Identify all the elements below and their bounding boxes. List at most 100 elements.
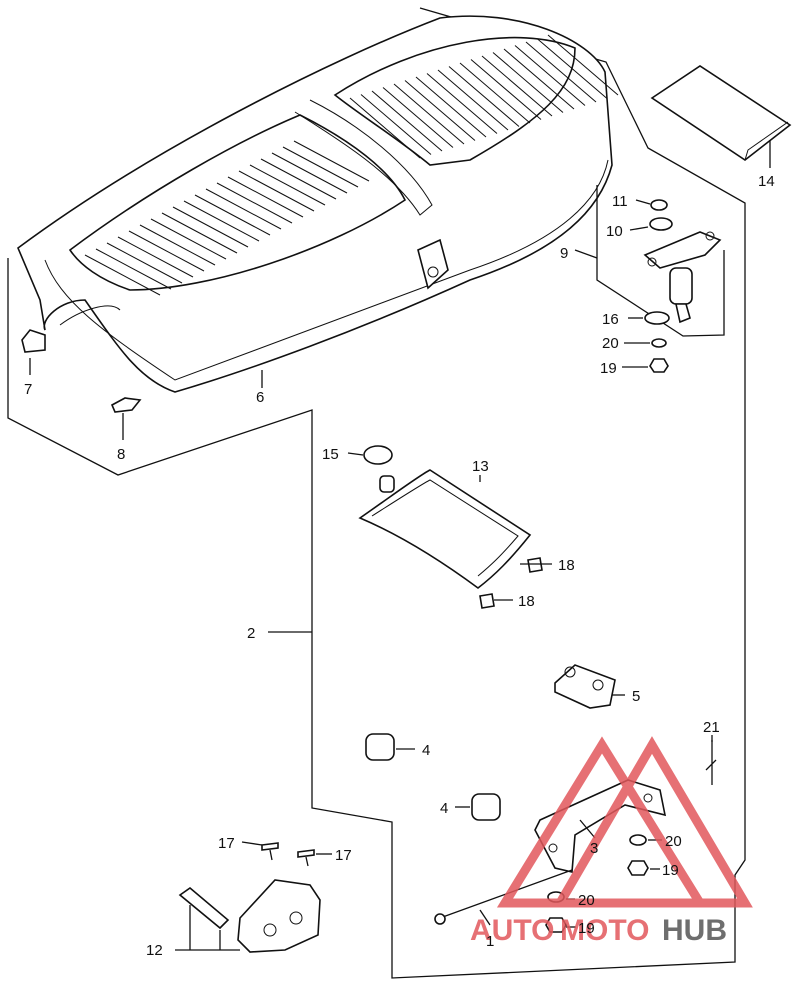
callout-11: 11 bbox=[612, 193, 628, 210]
callout-16: 16 bbox=[602, 311, 619, 328]
seat-pleat-line bbox=[128, 230, 205, 272]
screw-17b bbox=[297, 849, 315, 858]
screw-17a bbox=[261, 842, 279, 851]
seat-pleat-line bbox=[117, 236, 194, 278]
latch-assembly bbox=[596, 185, 725, 337]
seat-pleat-line bbox=[150, 218, 227, 260]
rubber-4a bbox=[365, 733, 395, 761]
clip-8 bbox=[110, 397, 142, 413]
seat-pleat-line bbox=[481, 55, 553, 117]
block-5 bbox=[554, 664, 616, 709]
washer-16 bbox=[644, 311, 670, 325]
seat-pleat-line bbox=[227, 176, 304, 218]
seat-pleat-line bbox=[382, 87, 454, 148]
seat-pleat-line bbox=[492, 52, 564, 113]
seat-pleat-line bbox=[536, 38, 608, 99]
callout-19-low: 19 bbox=[578, 920, 595, 937]
seat-pleat-line bbox=[426, 73, 498, 134]
callout-20-low: 20 bbox=[578, 892, 595, 909]
callout-20-upper: 20 bbox=[602, 335, 619, 352]
callout-10: 10 bbox=[606, 223, 623, 240]
seat-pleat-line bbox=[172, 206, 249, 248]
seat-pleat-line bbox=[360, 94, 432, 155]
leader-lines bbox=[29, 140, 771, 951]
seat-pleat-line bbox=[139, 224, 216, 266]
seat-pleat-line bbox=[525, 41, 597, 103]
callout-18a: 18 bbox=[558, 557, 575, 574]
callout-9: 9 bbox=[560, 245, 568, 262]
hinge-12 bbox=[178, 879, 321, 953]
watermark-part-moto: MOTO bbox=[560, 914, 649, 947]
seat bbox=[17, 15, 613, 393]
seat-pleat-line bbox=[470, 59, 542, 120]
callout-14: 14 bbox=[758, 173, 775, 190]
callout-3: 3 bbox=[590, 840, 598, 857]
callout-12: 12 bbox=[146, 942, 163, 959]
watermark-triangle-right bbox=[552, 736, 753, 908]
screw-17b-shank bbox=[305, 856, 309, 867]
callout-1: 1 bbox=[486, 933, 494, 950]
seat-pleat-line bbox=[106, 242, 183, 284]
callout-21: 21 bbox=[703, 719, 720, 736]
seat-pleat-line bbox=[547, 34, 619, 96]
seat-pleat-line bbox=[503, 48, 575, 110]
seat-pleat-line bbox=[404, 80, 476, 141]
nut-19-mid bbox=[627, 860, 649, 876]
bolt-1-head bbox=[434, 913, 446, 925]
callout-19-upper: 19 bbox=[600, 360, 617, 377]
seat-pleat-line bbox=[415, 76, 487, 138]
watermark-part-hub: HUB bbox=[662, 914, 727, 947]
pouch-part bbox=[650, 65, 792, 161]
seat-pleat-line bbox=[293, 140, 370, 182]
seat-pleat-line bbox=[271, 152, 348, 194]
seat-pleat-line bbox=[349, 97, 421, 159]
seat-pleat-line bbox=[95, 248, 172, 290]
watermark: AUTO MOTO HUB bbox=[470, 736, 753, 947]
seat-pleat-line bbox=[514, 45, 586, 106]
seat-pleat-line bbox=[194, 194, 271, 236]
callout-8: 8 bbox=[117, 446, 125, 463]
callout-6: 6 bbox=[256, 389, 264, 406]
seat-front-pleats bbox=[84, 140, 370, 296]
nut-19-low bbox=[545, 917, 567, 933]
seat-pleat-line bbox=[161, 212, 238, 254]
rubber-4b bbox=[471, 793, 501, 821]
seat-pleat-line bbox=[437, 69, 509, 131]
callout-7: 7 bbox=[24, 381, 32, 398]
seat-pleat-line bbox=[216, 182, 293, 224]
bracket-3 bbox=[534, 779, 667, 873]
seat-pleat-line bbox=[260, 158, 337, 200]
screw-18a bbox=[527, 557, 543, 573]
seat-pleat-line bbox=[459, 62, 531, 124]
seat-rear-pleats bbox=[349, 34, 619, 159]
seat-pleat-line bbox=[249, 164, 326, 206]
clip-7 bbox=[21, 329, 46, 353]
assembly-outline bbox=[7, 7, 746, 979]
washer-20-upper bbox=[651, 338, 667, 348]
callout-15: 15 bbox=[322, 446, 339, 463]
callout-18b: 18 bbox=[518, 593, 535, 610]
callout-4a: 4 bbox=[422, 742, 430, 759]
screw-18b bbox=[479, 593, 495, 609]
callout-13: 13 bbox=[472, 458, 489, 475]
seat-pleat-line bbox=[183, 200, 260, 242]
seat-pleat-line bbox=[238, 170, 315, 212]
callout-5: 5 bbox=[632, 688, 640, 705]
seat-pleat-line bbox=[282, 146, 359, 188]
watermark-part-auto: AUTO bbox=[470, 914, 554, 947]
seat-pleat-line bbox=[205, 188, 282, 230]
pin-21 bbox=[705, 740, 717, 785]
callout-4b: 4 bbox=[440, 800, 448, 817]
callout-labels: 11 10 9 16 20 19 14 7 8 6 15 13 18 18 2 … bbox=[24, 173, 775, 959]
seat-pleat-line bbox=[371, 90, 443, 152]
seat-pleat-line bbox=[393, 83, 465, 145]
callout-2: 2 bbox=[247, 625, 255, 642]
seat-pleat-line bbox=[84, 254, 161, 296]
tray-13 bbox=[358, 469, 532, 590]
grommet-15 bbox=[363, 445, 393, 465]
callout-17b: 17 bbox=[335, 847, 352, 864]
seat-pleat-line bbox=[448, 66, 520, 127]
washer-20-mid bbox=[629, 834, 647, 846]
nut-19-upper bbox=[649, 358, 669, 373]
